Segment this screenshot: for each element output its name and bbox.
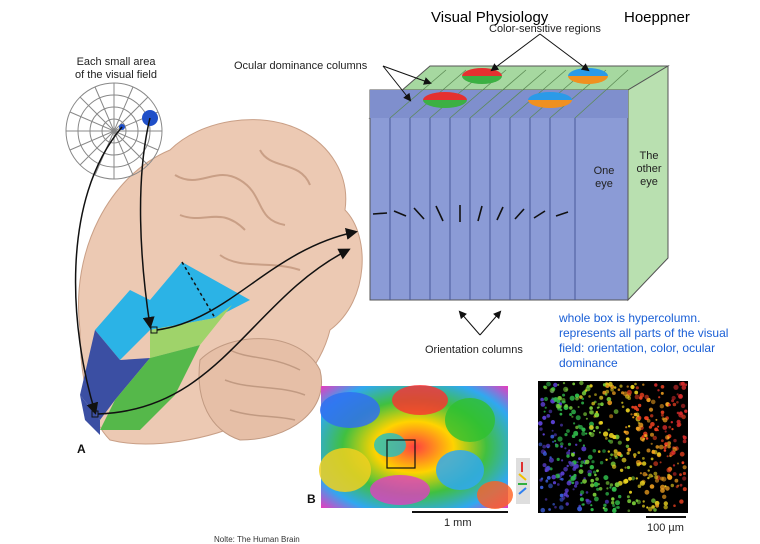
hypercolumn-annotation: whole box is hypercolumn. represents all… xyxy=(559,311,759,371)
annotation-line4: dominance xyxy=(559,356,618,370)
other-eye-line3: eye xyxy=(640,176,658,188)
one-eye-line1: One xyxy=(593,165,615,177)
other-eye-label: The other eye xyxy=(630,150,668,189)
source-credit: Nolte: The Human Brain xyxy=(214,535,300,544)
annotation-line3: field: orientation, color, ocular xyxy=(559,341,716,355)
brain-illustration xyxy=(78,119,363,445)
color-blob-back-right xyxy=(568,68,608,84)
course-title: Visual Physiology xyxy=(431,9,549,26)
ocular-dominance-label: Ocular dominance columns xyxy=(234,60,368,72)
annotation-line2: represents all parts of the visual xyxy=(559,326,729,340)
visual-field-label-line1: Each small area xyxy=(76,56,156,68)
hypercolumn-box xyxy=(368,65,670,302)
color-regions-label: Color-sensitive regions xyxy=(489,23,601,35)
scale-1mm-label: 1 mm xyxy=(444,517,472,529)
visual-field-diagram xyxy=(65,82,163,180)
color-blob-back-left xyxy=(462,68,502,84)
visual-field-label-line2: of the visual field xyxy=(75,69,157,81)
orientation-columns-label: Orientation columns xyxy=(425,344,523,356)
color-blob-front-left xyxy=(423,92,467,108)
annotation-line1: whole box is hypercolumn. xyxy=(559,311,701,325)
other-eye-line1: The xyxy=(639,150,659,162)
visual-field-label: Each small area of the visual field xyxy=(70,56,162,82)
panel-a-label: A xyxy=(77,442,86,456)
author-name: Hoeppner xyxy=(624,9,690,26)
cell-map xyxy=(538,380,688,513)
one-eye-label: One eye xyxy=(584,165,624,191)
panel-b-label: B xyxy=(307,492,316,506)
orientation-map xyxy=(319,385,530,513)
one-eye-line2: eye xyxy=(595,178,613,190)
other-eye-line2: other xyxy=(636,163,662,175)
scale-100um-label: 100 µm xyxy=(647,522,684,534)
color-blob-front-right xyxy=(528,92,572,108)
